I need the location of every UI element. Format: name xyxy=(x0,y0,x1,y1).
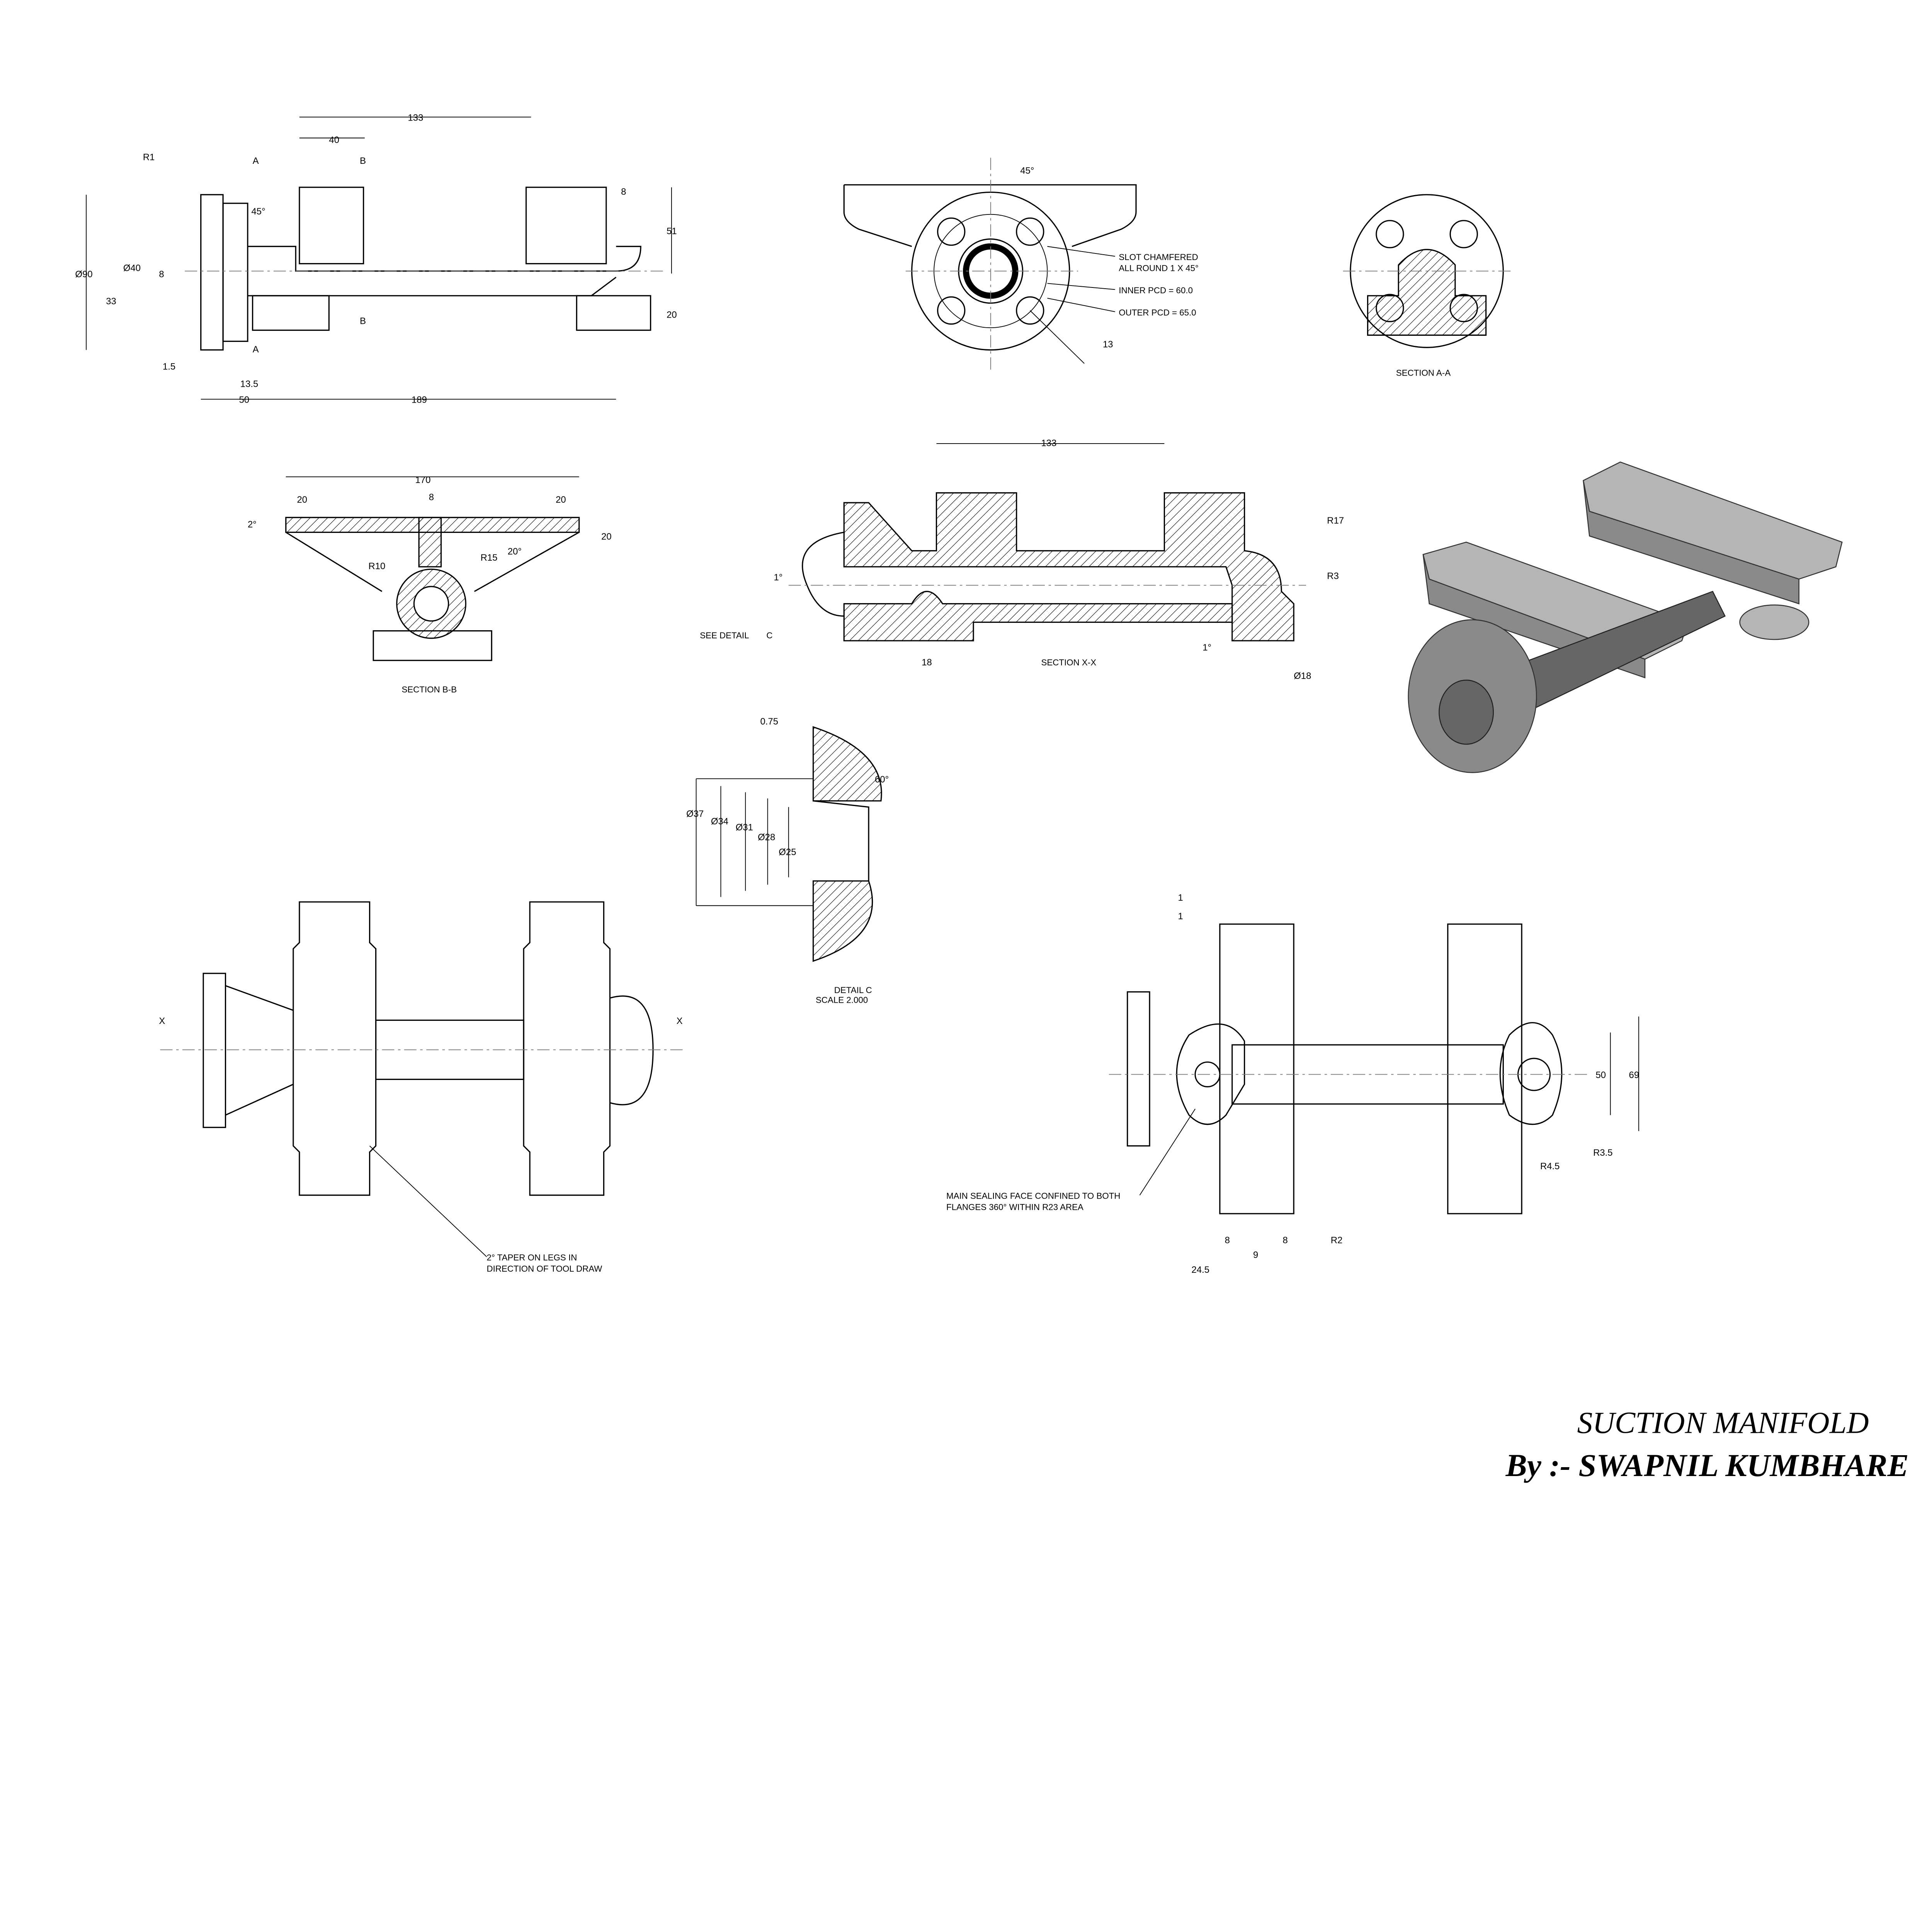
dim-51: 51 xyxy=(667,226,677,236)
drawing-sheet: 133 40 A B R1 45° 8 51 Ø90 Ø40 8 33 20 B… xyxy=(75,112,1909,1483)
dim-13-5: 13.5 xyxy=(240,379,259,389)
isometric-3d-render xyxy=(1408,461,1843,773)
section-x-x-view xyxy=(788,443,1306,641)
flange-end-view xyxy=(843,158,1137,370)
dim-8-leg-left: 8 xyxy=(1225,1235,1230,1245)
dim-40: 40 xyxy=(329,135,339,145)
dim-8-top: 8 xyxy=(621,187,626,197)
dim-20-left: 20 xyxy=(297,495,308,505)
drawing-author: By :- SWAPNIL KUMBHARE xyxy=(1505,1447,1909,1483)
dim-dia-90: Ø90 xyxy=(75,269,93,279)
dim-1-top: 1 xyxy=(1178,893,1183,903)
dim-20: 20 xyxy=(667,310,677,320)
top-view xyxy=(160,901,684,1257)
section-mark-a-bottom: A xyxy=(253,344,259,355)
dim-13: 13 xyxy=(1103,339,1113,350)
section-mark-x-right: X xyxy=(677,1016,683,1026)
dim-r3-5: R3.5 xyxy=(1593,1148,1613,1158)
outer-pcd-note: OUTER PCD = 65.0 xyxy=(1119,308,1196,317)
sealing-note-line1: MAIN SEALING FACE CONFINED TO BOTH xyxy=(946,1191,1120,1201)
dim-24-5: 24.5 xyxy=(1192,1265,1210,1275)
dim-1-5: 1.5 xyxy=(163,362,175,372)
dim-r3: R3 xyxy=(1327,571,1339,582)
section-a-a-label: SECTION A-A xyxy=(1396,368,1451,378)
dim-2deg: 2° xyxy=(248,519,257,530)
section-mark-x-left: X xyxy=(159,1016,165,1026)
dim-r15: R15 xyxy=(481,553,498,563)
dim-133: 133 xyxy=(408,112,423,123)
slot-chamfer-note-line2: ALL ROUND 1 X 45° xyxy=(1119,264,1199,273)
section-mark-b-top: B xyxy=(360,156,366,166)
section-mark-a-top: A xyxy=(253,156,259,166)
front-view xyxy=(86,116,672,400)
dim-133-xx: 133 xyxy=(1041,438,1057,448)
detail-c-label: DETAIL C xyxy=(834,985,872,995)
section-x-x-label: SECTION X-X xyxy=(1041,658,1097,667)
taper-note-line1: 2° TAPER ON LEGS IN xyxy=(487,1253,577,1262)
dim-1deg-right: 1° xyxy=(1202,643,1211,653)
dim-20-right: 20 xyxy=(556,495,566,505)
section-a-a-view xyxy=(1343,194,1511,348)
dim-20deg: 20° xyxy=(508,546,522,557)
section-b-b-label: SECTION B-B xyxy=(402,685,457,694)
dim-170: 170 xyxy=(415,475,431,485)
dim-45deg: 45° xyxy=(252,206,265,217)
dim-r10: R10 xyxy=(368,561,385,571)
dim-9: 9 xyxy=(1253,1250,1258,1260)
dim-8-left: 8 xyxy=(159,269,164,279)
section-mark-b-bottom: B xyxy=(360,316,366,327)
dim-1deg-left: 1° xyxy=(774,572,783,583)
dim-1-second: 1 xyxy=(1178,911,1183,922)
dim-18: 18 xyxy=(922,657,932,668)
dim-dia-34: Ø34 xyxy=(711,816,728,827)
slot-chamfer-note-line1: SLOT CHAMFERED xyxy=(1119,252,1198,262)
dim-dia-31: Ø31 xyxy=(736,822,753,833)
dim-r2: R2 xyxy=(1331,1235,1343,1245)
dim-dia-37: Ø37 xyxy=(686,809,704,819)
detail-c-scale: SCALE 2.000 xyxy=(816,995,868,1005)
taper-note-line2: DIRECTION OF TOOL DRAW xyxy=(487,1264,602,1274)
detail-c-reference: C xyxy=(766,631,772,640)
dim-69: 69 xyxy=(1629,1070,1639,1080)
sealing-note-line2: FLANGES 360° WITHIN R23 AREA xyxy=(946,1202,1083,1212)
dim-50: 50 xyxy=(239,395,250,405)
dim-189: 189 xyxy=(412,395,427,405)
see-detail-note: SEE DETAIL xyxy=(700,631,749,640)
section-b-b-view xyxy=(285,476,580,661)
bottom-view xyxy=(1109,923,1639,1214)
front-view-dimensions: 133 40 A B R1 45° 8 51 Ø90 Ø40 8 33 20 B… xyxy=(75,112,677,405)
detail-c-view xyxy=(696,726,882,962)
dim-0-75: 0.75 xyxy=(760,716,778,727)
dim-r4-5: R4.5 xyxy=(1540,1161,1560,1172)
drawing-title: SUCTION MANIFOLD xyxy=(1577,1406,1869,1440)
dim-dia-25: Ø25 xyxy=(779,847,796,857)
dim-60deg: 60° xyxy=(875,774,889,785)
flange-angle-45: 45° xyxy=(1020,166,1034,176)
dim-dia-18: Ø18 xyxy=(1294,671,1311,681)
dim-8: 8 xyxy=(429,492,434,503)
dim-r1: R1 xyxy=(143,152,155,163)
dim-8-leg-right: 8 xyxy=(1283,1235,1288,1245)
dim-50-holes: 50 xyxy=(1595,1070,1606,1080)
dim-dia-28: Ø28 xyxy=(758,832,775,843)
dim-dia-40: Ø40 xyxy=(123,263,141,274)
dim-r17: R17 xyxy=(1327,515,1344,526)
dim-20-height: 20 xyxy=(601,532,612,542)
dim-33: 33 xyxy=(106,296,116,307)
inner-pcd-note: INNER PCD = 60.0 xyxy=(1119,286,1193,295)
